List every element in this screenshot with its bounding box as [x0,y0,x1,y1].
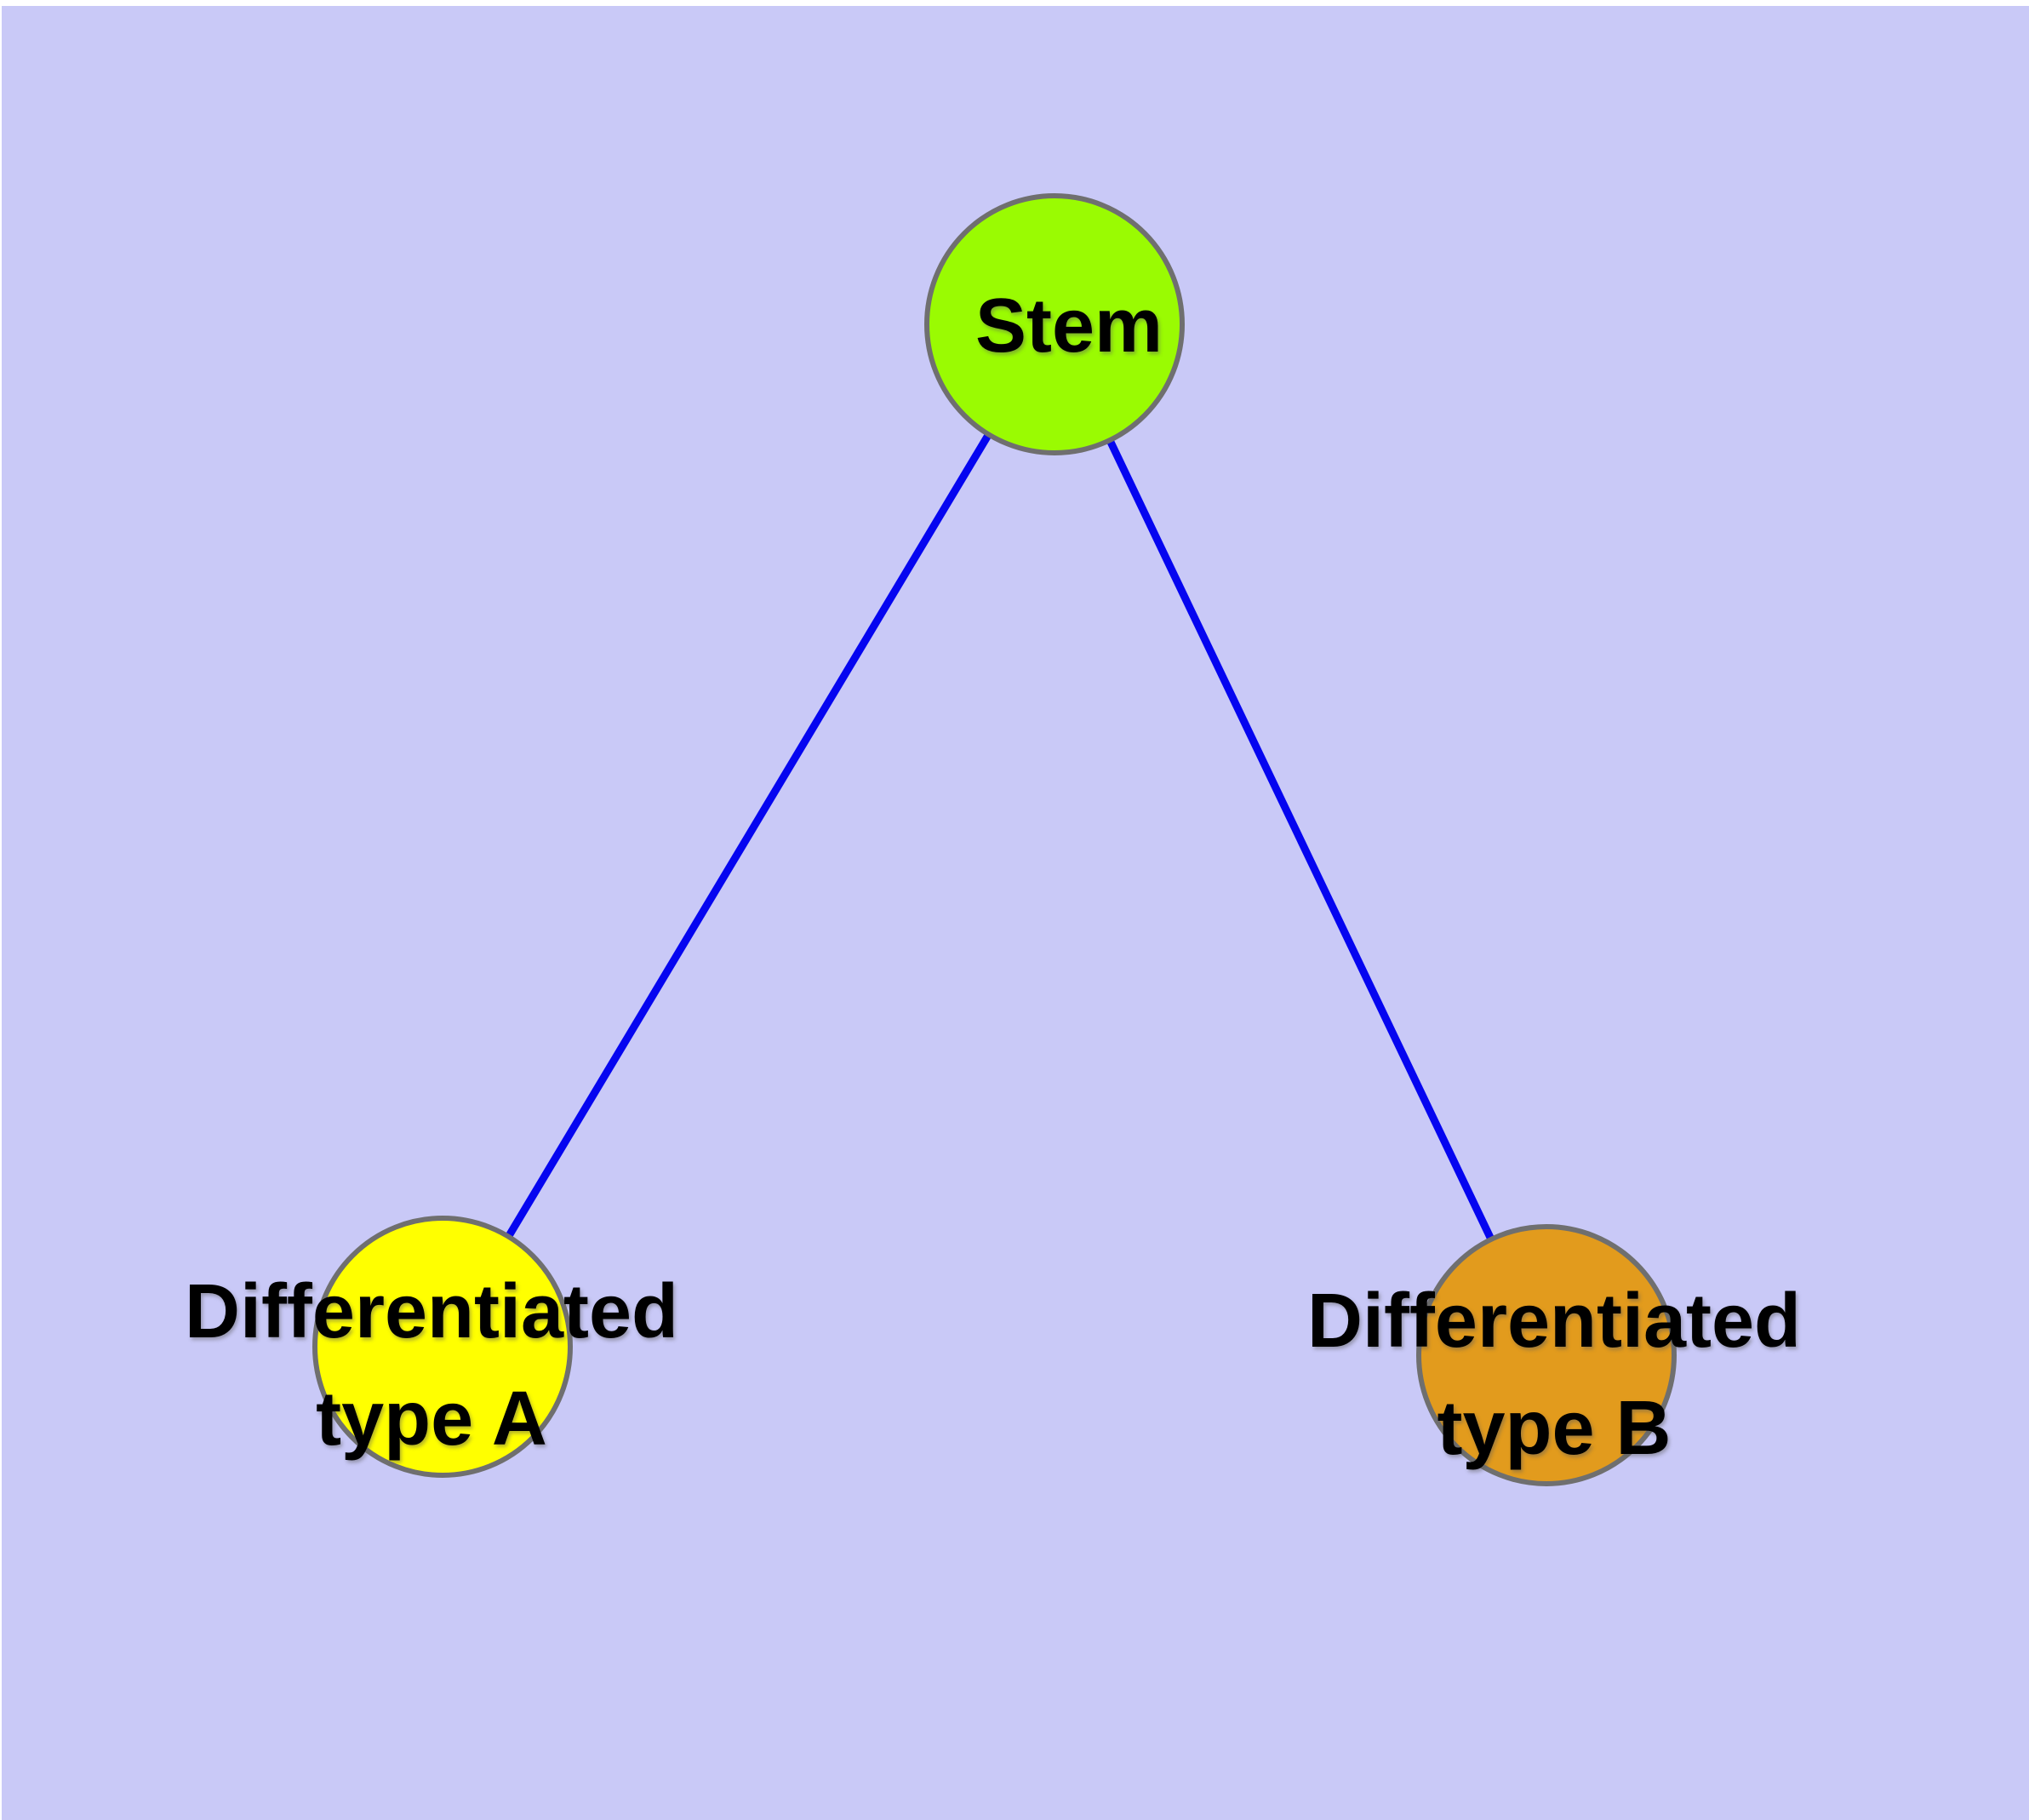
node-differentiated-type-a [312,1216,573,1478]
node-differentiated-type-b [1416,1224,1677,1486]
edge-stem-to-type-a [439,322,1058,1349]
graph-layer [312,193,1677,1486]
node-label-differentiated-type-b: Differentiated type B [1306,1279,1802,1471]
node-label-differentiated-type-a: Differentiated type A [184,1269,679,1462]
node-stem [924,193,1185,455]
node-label-stem: Stem [974,283,1163,369]
diagram-canvas: Stem Differentiated type A Differentiate… [2,6,2029,1820]
edge-stem-to-type-b [1050,323,1551,1357]
